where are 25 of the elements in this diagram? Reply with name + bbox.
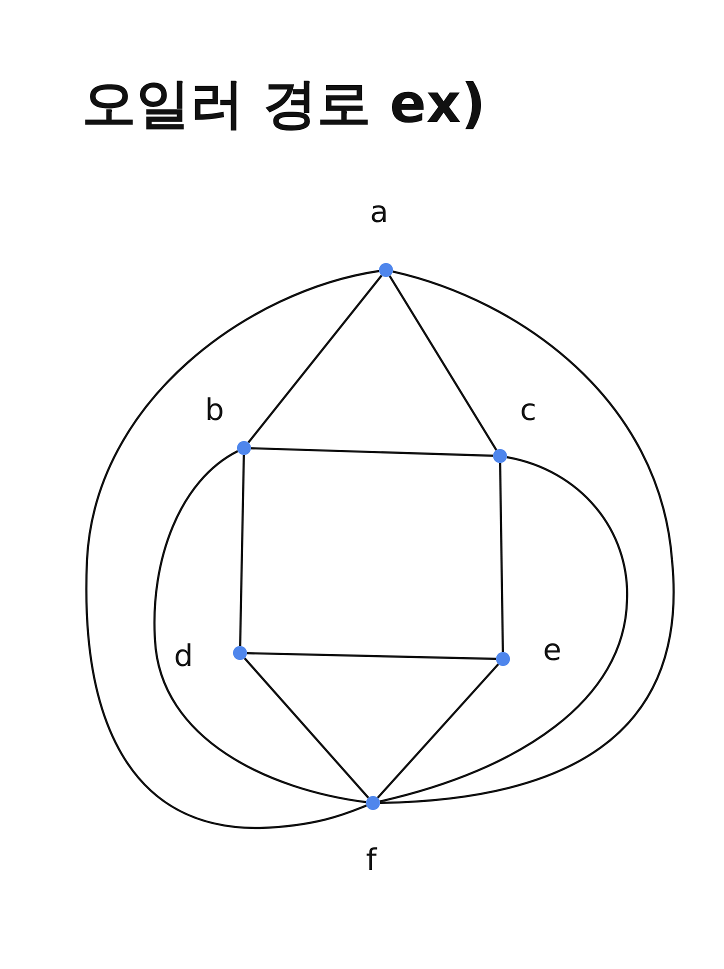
- vertex-label: d: [174, 642, 194, 672]
- vertex-dot: [366, 796, 380, 810]
- graph-edge: [388, 275, 498, 451]
- vertex-label: c: [520, 396, 536, 426]
- vertex-label: a: [370, 198, 388, 228]
- graph-edge: [244, 658, 370, 798]
- graph-edge: [246, 652, 496, 660]
- graph-edge: [85, 270, 380, 830]
- vertex-label: e: [543, 636, 562, 666]
- vertex-dot: [233, 646, 247, 660]
- graph-edge: [380, 456, 628, 803]
- vertex-dot: [493, 449, 507, 463]
- vertex-label: f: [366, 846, 377, 876]
- vertex-dot: [237, 441, 251, 455]
- graph-edge: [248, 274, 382, 444]
- vertex-dot: [496, 652, 510, 666]
- vertex-dot: [379, 263, 393, 277]
- graph-edge: [250, 447, 494, 457]
- graph-edge: [153, 450, 366, 804]
- graph-edge: [499, 462, 504, 652]
- title: 오일러 경로 ex): [82, 71, 486, 137]
- vertex-label: b: [205, 396, 224, 426]
- graph-edge: [380, 270, 674, 804]
- graph-edge: [239, 454, 245, 646]
- graph-edge: [376, 663, 500, 799]
